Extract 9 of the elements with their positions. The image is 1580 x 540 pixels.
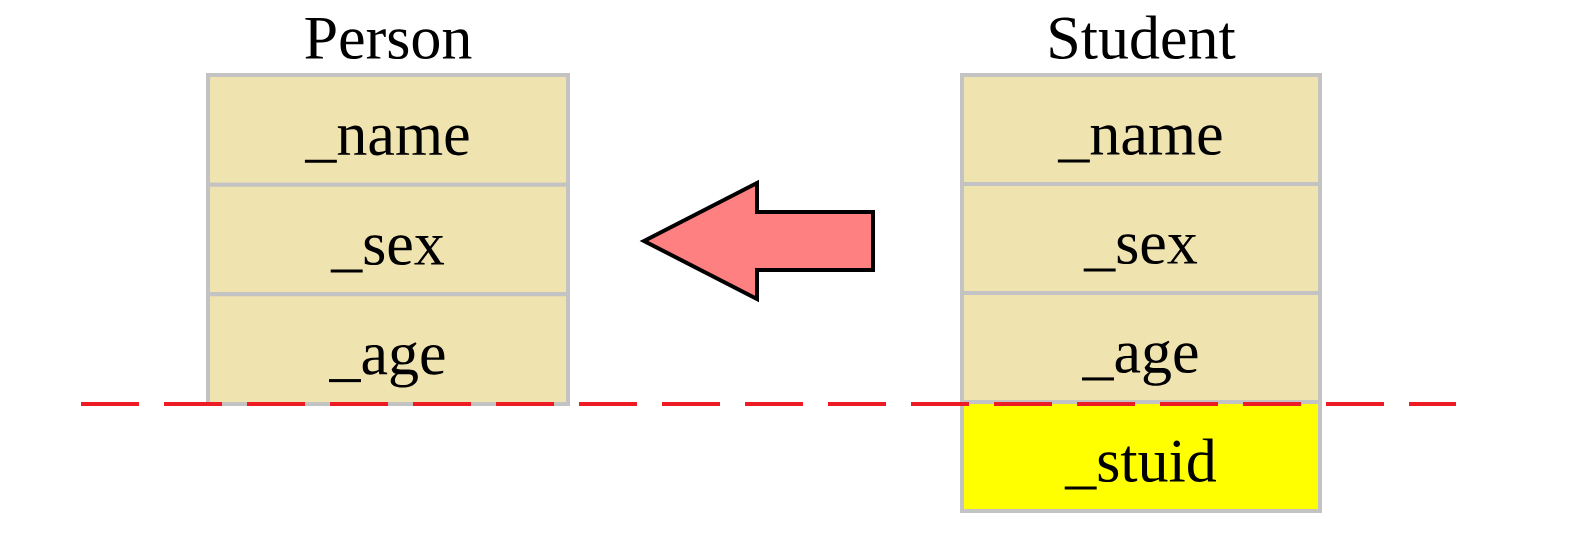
class-name: Person [305,17,472,60]
class-name: Student [1050,15,1236,60]
field-cell: _age [960,291,1322,404]
field-cell: _name [206,73,570,187]
field-cell: _age [206,292,570,406]
field-cell: _sex [960,182,1322,295]
field-cell: _stuid [960,400,1322,513]
field-cell: _sex [206,182,570,297]
field-cell: _name [960,73,1322,186]
